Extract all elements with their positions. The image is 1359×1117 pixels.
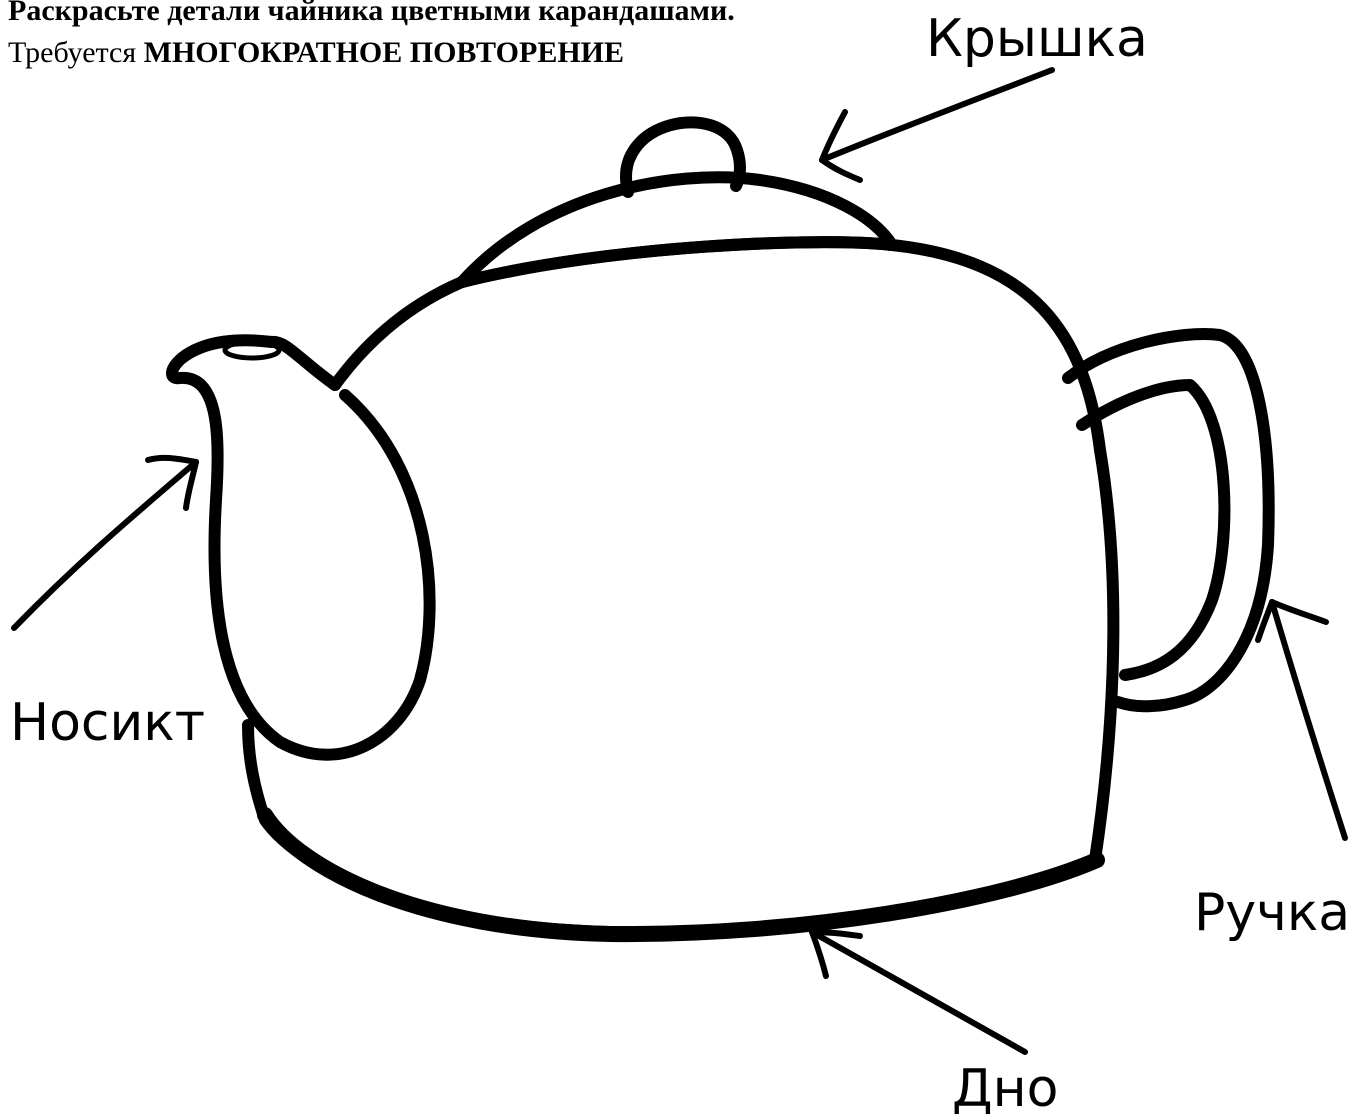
teapot-spout (166, 334, 436, 761)
label-lid: Крышка (926, 9, 1148, 69)
label-spout: Носикт (10, 693, 205, 753)
instruction-subtitle: Требуется МНОГОКРАТНОЕ ПОВТОРЕНИЕ (8, 32, 735, 74)
teapot-body (242, 236, 1120, 939)
arrow-handle (1255, 599, 1348, 841)
instructions: Раскрасьте детали чайника цветными каран… (8, 0, 735, 74)
instruction-title: Раскрасьте детали чайника цветными каран… (8, 0, 735, 27)
teapot-handle-outer (1062, 328, 1275, 713)
arrow-lid (819, 67, 1055, 183)
teapot-bottom-rim (257, 807, 1105, 943)
spout-opening (222, 339, 282, 361)
label-bottom: Дно (952, 1059, 1058, 1117)
instruction-subtitle-prefix: Требуется (8, 36, 144, 69)
arrow-spout (11, 454, 199, 631)
instruction-subtitle-emphasis: МНОГОКРАТНОЕ ПОВТОРЕНИЕ (143, 36, 625, 69)
arrow-bottom (809, 929, 1028, 1055)
teapot-handle-inner (1076, 379, 1231, 681)
label-handle: Ручка (1194, 883, 1350, 943)
